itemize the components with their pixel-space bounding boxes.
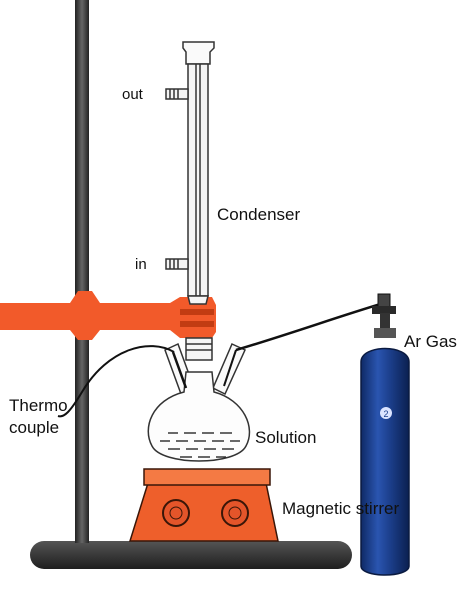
label-magnetic-stirrer: Magnetic stirrer: [282, 499, 400, 518]
thermocouple-wire: [57, 345, 175, 418]
gas-inlet-tube: [223, 349, 237, 387]
label-ar-gas: Ar Gas: [404, 332, 457, 351]
label-thermocouple-line2: couple: [9, 418, 60, 437]
label-thermocouple-line1: Thermo: [9, 396, 68, 415]
stand-base: [30, 541, 352, 569]
gas-tube: [235, 301, 385, 352]
magnetic-stirrer: [128, 468, 279, 542]
label-out: out: [122, 86, 143, 103]
stirrer-knob-right: [221, 499, 249, 527]
stand-rod: [75, 0, 89, 543]
cylinder-badge-icon: [380, 407, 392, 419]
label-solution: Solution: [255, 428, 317, 447]
svg-text:2: 2: [383, 409, 388, 419]
solution-liquid: [160, 432, 240, 458]
stirrer-knob-left: [162, 499, 190, 527]
condenser: [165, 41, 215, 305]
clamp: [0, 291, 216, 340]
label-condenser: Condenser: [217, 205, 301, 224]
thermocouple-probe: [171, 351, 188, 389]
label-in: in: [135, 256, 147, 273]
argon-gas-cylinder: 2: [360, 293, 410, 576]
